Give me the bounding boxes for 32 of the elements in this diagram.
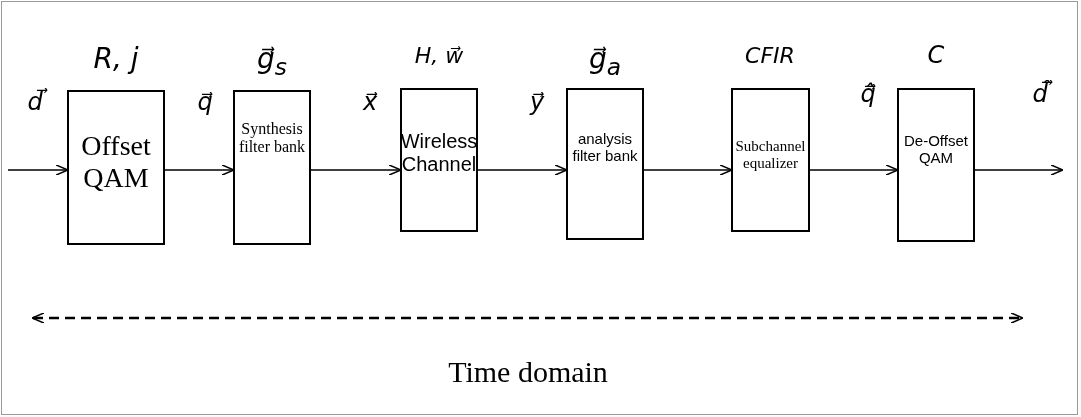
edge-label: q⃗	[196, 88, 214, 116]
edge-label: x⃗	[361, 88, 379, 116]
box-caption: C	[926, 41, 946, 70]
process-box	[67, 90, 165, 245]
process-box	[566, 88, 644, 240]
box-text: Subchannel equalizer	[734, 138, 807, 174]
box-caption: g⃗$_{a}$	[587, 42, 623, 81]
edge-label: q̂⃗	[859, 80, 877, 108]
box-caption: CFIR	[744, 42, 796, 68]
box-caption: H, w⃗	[413, 42, 465, 68]
box-text: analysis filter bank	[571, 130, 639, 167]
process-box	[731, 88, 810, 232]
process-box	[400, 88, 478, 232]
process-box	[233, 90, 311, 245]
edge-label: d⃗	[15, 88, 55, 116]
arrow	[809, 164, 899, 176]
arrow	[974, 164, 1064, 176]
arrow	[7, 164, 69, 176]
box-text: De-Offset QAM	[903, 132, 969, 169]
edge-label: d̂⃗	[1020, 80, 1060, 108]
box-text: Wireless Channel	[400, 130, 478, 177]
arrow	[164, 164, 235, 176]
arrow	[477, 164, 568, 176]
arrow	[310, 164, 402, 176]
process-box	[897, 88, 975, 242]
axis-label: Time domain	[447, 355, 609, 389]
box-text: Synthesis filter bank	[237, 120, 307, 158]
edge-label: y⃗	[528, 88, 546, 116]
box-caption: R, j	[92, 42, 140, 76]
arrow	[643, 164, 733, 176]
box-text: Offset QAM	[80, 130, 152, 196]
box-caption: g⃗$_{s}$	[256, 42, 288, 81]
